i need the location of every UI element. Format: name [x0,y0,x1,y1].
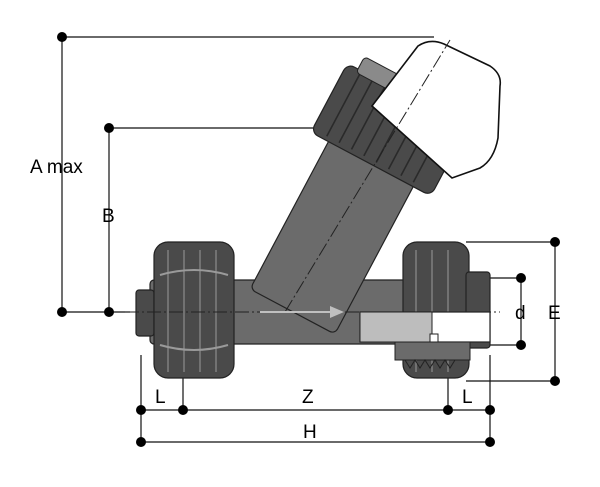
label-h: H [303,422,317,443]
label-z: Z [302,387,314,408]
handwheel-cap [370,40,502,179]
label-b: B [102,206,115,227]
label-l-left: L [155,387,166,408]
label-e: E [548,303,561,324]
label-d: d [515,303,526,324]
dimension-markers [57,32,560,447]
label-a-max: A max [30,157,83,178]
label-l-right: L [462,387,473,408]
flow-arrow [260,306,344,318]
